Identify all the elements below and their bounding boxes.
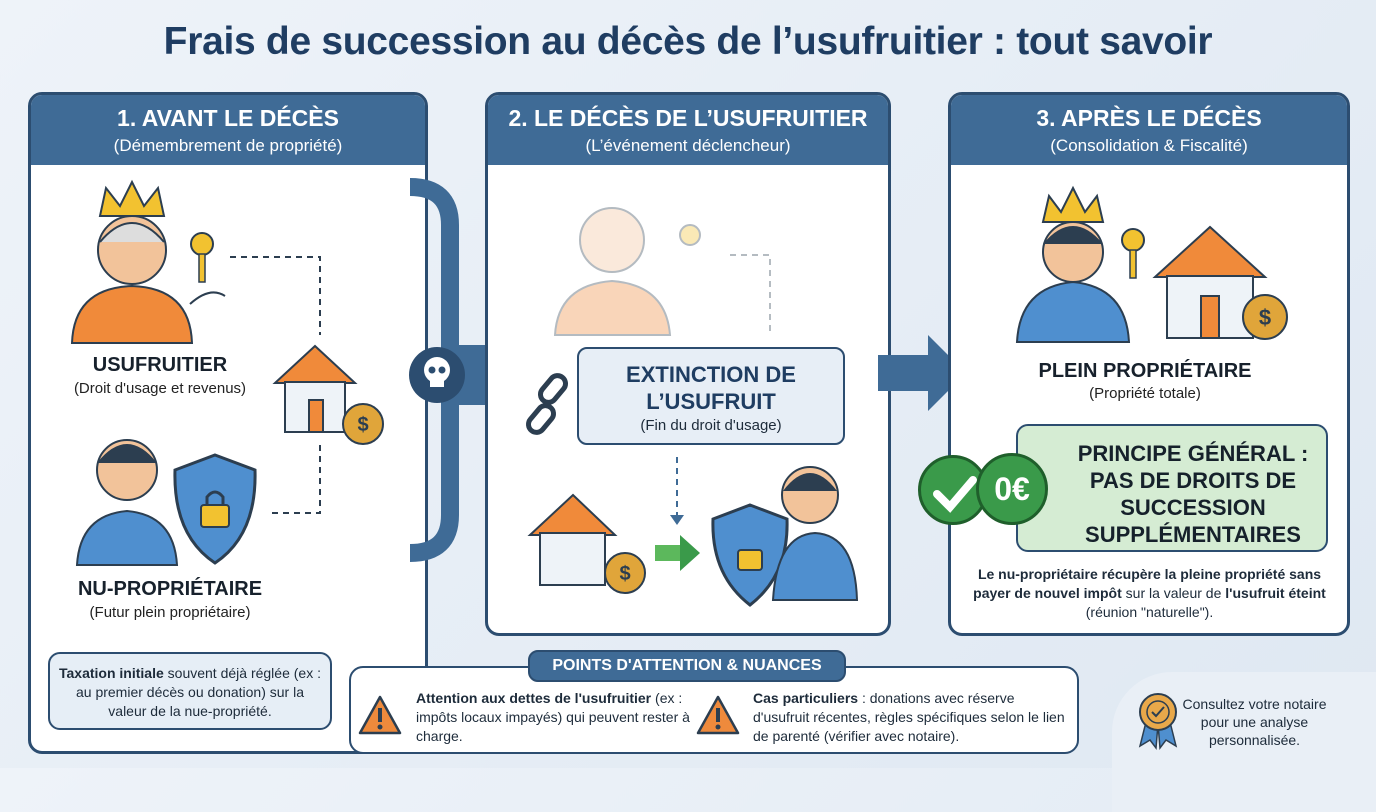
transfer-illustration: $ (527, 457, 859, 607)
bare-owner-illustration (75, 439, 257, 566)
dashed-connector (230, 256, 321, 514)
page-title: Frais de succession au décès de l’usufru… (163, 20, 1213, 63)
attention-item-special-cases: Cas particuliers : donations avec réserv… (753, 689, 1073, 746)
explain-text-1: sur la valeur de (1121, 585, 1226, 601)
item-bold: Cas particuliers (753, 690, 859, 706)
role-usufructuary-label: USUFRUITIER (92, 354, 228, 376)
house-icon (1152, 225, 1268, 278)
svg-text:$: $ (1259, 305, 1271, 330)
principle-explanation: Le nu-propriétaire récupère la pleine pr… (972, 565, 1327, 622)
warning-icon (358, 695, 402, 735)
full-owner-label: PLEIN PROPRIÉTAIRE (1038, 360, 1252, 382)
item-bold: Attention aux dettes de l'usufruitier (416, 690, 652, 706)
panel-subtitle: (Démembrement de propriété) (113, 136, 343, 155)
green-arrow-icon (680, 535, 700, 571)
explain-bold-1: Le nu-propriétaire récupère la pleine pr… (973, 566, 1322, 601)
broken-chain-icon (526, 373, 568, 435)
panel-title: 2. LE DÉCÈS DE L’USUFRUITIER (508, 105, 868, 131)
attention-item-debts: Attention aux dettes de l'usufruitier (e… (416, 689, 696, 746)
skull-icon (424, 357, 450, 387)
panel-header: 3. APRÈS LE DÉCÈS (Consolidation & Fisca… (951, 95, 1347, 165)
faded-usufructuary-illustration (553, 207, 771, 336)
panel-header: 2. LE DÉCÈS DE L’USUFRUITIER (L’événemen… (488, 95, 888, 165)
panel-subtitle: (Consolidation & Fiscalité) (1050, 136, 1248, 155)
svg-text:$: $ (619, 563, 630, 585)
item-text: : donations avec réserve d'usufruit réce… (753, 690, 1065, 744)
money-bag-icon: $ (342, 403, 384, 445)
role-usufructuary-desc: (Droit d'usage et revenus) (73, 380, 247, 397)
note-bold: Taxation initiale (59, 665, 164, 681)
house-icon: $ (272, 344, 384, 445)
attention-title: POINTS D'ATTENTION & NUANCES (528, 650, 846, 682)
panel-title: 1. AVANT LE DÉCÈS (117, 105, 339, 131)
full-owner-desc: (Propriété totale) (1089, 385, 1201, 402)
full-owner-illustration: $ (1015, 185, 1288, 343)
arrow-right-icon (878, 335, 966, 411)
key-icon (190, 232, 214, 283)
item-text: (ex : impôts locaux impayés) qui peuvent… (416, 690, 690, 744)
panel-title: 3. APRÈS LE DÉCÈS (1036, 105, 1262, 131)
explain-bold-2: l'usufruit éteint (1225, 585, 1326, 601)
warning-icon (696, 695, 740, 735)
extinction-desc: (Fin du droit d'usage) (640, 417, 782, 434)
extinction-label: EXTINCTION DE L’USUFRUIT (626, 362, 796, 414)
zero-euro-badge: 0€ (976, 453, 1048, 525)
crown-icon (1041, 185, 1105, 223)
crown-icon (98, 179, 166, 217)
usufruct-extinction-box: EXTINCTION DE L’USUFRUIT (Fin du droit d… (577, 347, 845, 445)
panel-subtitle: (L’événement déclencheur) (585, 136, 791, 155)
notary-advice: Consultez votre notaire pour une analyse… (1182, 696, 1327, 748)
usufructuary-illustration (70, 179, 226, 344)
initial-taxation-note: Taxation initiale souvent déjà réglée (e… (48, 652, 332, 730)
role-bare-owner-label: NU-PROPRIÉTAIRE (77, 578, 263, 600)
money-bag-icon (1242, 294, 1288, 340)
general-principle-box: PRINCIPE GÉNÉRAL : PAS DE DROITS DE SUCC… (1016, 424, 1328, 552)
award-badge-icon (1138, 693, 1178, 751)
role-bare-owner-desc: (Futur plein propriétaire) (89, 604, 251, 621)
note-text: souvent déjà réglée (ex : au premier déc… (75, 665, 321, 719)
svg-text:$: $ (357, 414, 368, 436)
explain-text-2: (réunion "naturelle"). (1085, 604, 1214, 620)
panel-header: 1. AVANT LE DÉCÈS (Démembrement de propr… (31, 95, 425, 165)
